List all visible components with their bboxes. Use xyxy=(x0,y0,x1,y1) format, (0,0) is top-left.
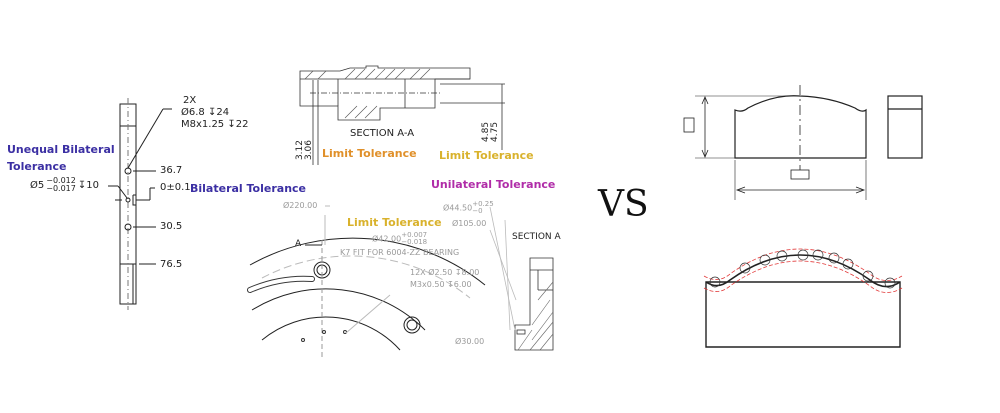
dim-76-5: 76.5 xyxy=(160,259,183,270)
dim-36-7: 36.7 xyxy=(160,165,183,176)
hole-tolerance: Ø5−0.012−0.017↧10 xyxy=(30,177,99,193)
label-limit-1: Limit Tolerance xyxy=(322,147,417,160)
shaft-drawing xyxy=(108,98,172,310)
label-limit-3: Limit Tolerance xyxy=(347,216,442,229)
hole-dia: Ø5 xyxy=(30,180,45,191)
flange-holes-2: M3x0.50 ↧6.00 xyxy=(410,280,472,289)
label-unequal-bilateral-2: Tolerance xyxy=(7,160,67,173)
flange-outer-dia: Ø220.00 xyxy=(283,201,318,210)
section-aa-drawing xyxy=(299,65,505,165)
hole-upper: −0.012 xyxy=(46,176,76,185)
profile-tolerance-drawing xyxy=(703,248,903,348)
label-unilateral: Unilateral Tolerance xyxy=(431,178,556,191)
bore-lower: −0.018 xyxy=(401,238,428,246)
bilateral-value: 0±0.1 xyxy=(160,182,191,193)
profile-part-drawing xyxy=(683,85,923,200)
section-a-label: SECTION A xyxy=(512,232,561,242)
shoulder-upper: +0.25 xyxy=(472,200,494,208)
section-arrow-label: A xyxy=(295,239,302,249)
section-aa-title: SECTION A-A xyxy=(350,128,415,139)
dim-left-lower: 3.06 xyxy=(304,140,314,161)
vs-divider: VS xyxy=(598,184,649,225)
dim-30-5: 30.5 xyxy=(160,221,183,232)
label-limit-2: Limit Tolerance xyxy=(439,149,534,162)
bore-dia: Ø42.00 xyxy=(372,234,402,244)
bore-upper: +0.007 xyxy=(401,231,428,239)
label-unequal-bilateral-1: Unequal Bilateral xyxy=(7,143,115,156)
flange-small-dia: Ø30.00 xyxy=(455,337,485,346)
hole-lower: −0.017 xyxy=(46,184,76,193)
callout-qty: 2X xyxy=(183,95,197,106)
callout-thread: M8x1.25 ↧22 xyxy=(181,119,249,130)
dim-right-lower: 4.75 xyxy=(490,121,500,142)
shoulder-dia: Ø44.50 xyxy=(443,203,473,213)
label-bilateral: Bilateral Tolerance xyxy=(190,182,307,195)
section-a-partial-drawing xyxy=(489,206,554,351)
hole-depth: ↧10 xyxy=(77,180,99,191)
flange-shoulder: Ø44.50+0.25−0 xyxy=(443,201,494,215)
callout-hole: Ø6.8 ↧24 xyxy=(181,107,230,118)
flange-bore-note: K7 FIT FOR 6004-ZZ BEARING xyxy=(340,248,460,257)
flange-pcd: Ø105.00 xyxy=(452,219,487,228)
flange-drawing xyxy=(247,205,486,360)
shoulder-lower: −0 xyxy=(472,207,483,215)
flange-bore: Ø42.00+0.007−0.018 xyxy=(372,232,427,246)
flange-holes-1: 12X Ø2.50 ↧8.00 xyxy=(410,268,480,277)
